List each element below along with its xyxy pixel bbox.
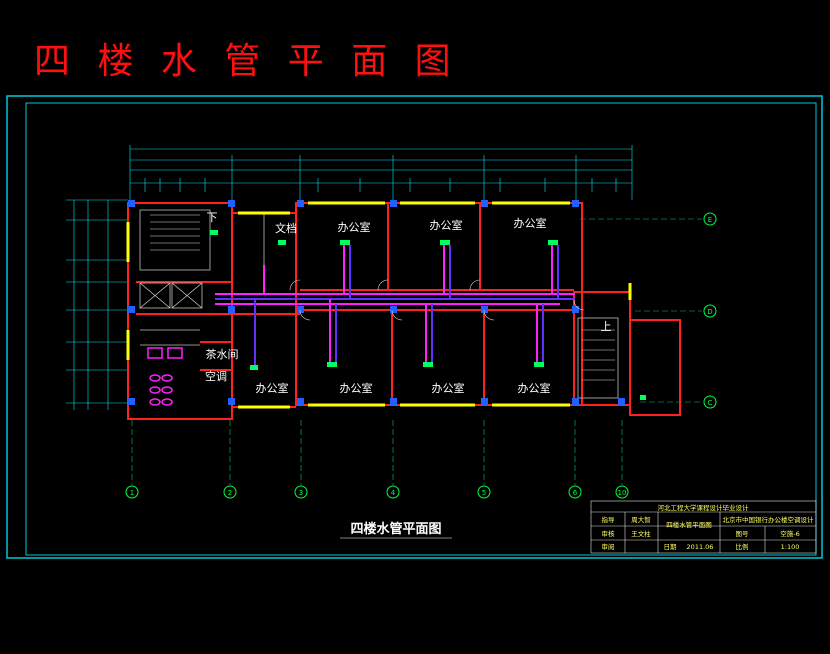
tb-row1-name: 周大智 <box>631 515 651 524</box>
room-office-bot-2: 办公室 <box>340 381 373 395</box>
axis-label-6: 6 <box>573 489 578 497</box>
axis-label-c: C <box>708 399 713 407</box>
walls <box>127 202 681 420</box>
branch-pipes-bottom <box>254 299 544 365</box>
axis-grid <box>131 218 702 485</box>
stair-down-label: 下 <box>207 211 218 224</box>
tb-scale: 1:100 <box>781 543 800 551</box>
room-office-top-3: 办公室 <box>514 216 547 230</box>
tb-row1-label: 指导 <box>602 515 616 524</box>
tb-drawing-name: 四楼水管平面图 <box>666 520 712 529</box>
tb-drawing-no-label: 图号 <box>736 530 750 538</box>
axis-label-4: 4 <box>391 489 396 497</box>
outer-frame <box>6 95 823 559</box>
room-office-bot-1: 办公室 <box>256 381 289 395</box>
axis-label-e: E <box>708 216 712 224</box>
tb-row2-name: 王文柱 <box>631 529 651 538</box>
title-block <box>590 500 817 554</box>
axis-label-2: 2 <box>228 489 232 497</box>
room-office-bot-4: 办公室 <box>518 381 551 395</box>
axis-label-10: 10 <box>618 489 627 497</box>
stair-treads <box>150 214 615 381</box>
stair-up-label: 上 <box>601 320 612 333</box>
tb-school: 河北工程大学课程设计毕业设计 <box>658 503 750 512</box>
axis-bubbles <box>125 212 717 499</box>
room-ac: 空调 <box>205 369 227 383</box>
tb-scale-label: 比例 <box>736 542 749 551</box>
door-swings <box>289 279 585 321</box>
main-pipes <box>215 293 575 305</box>
columns <box>128 200 625 405</box>
page-title: 四 楼 水 管 平 面 图 <box>34 41 459 82</box>
fan-coil-units <box>210 230 646 400</box>
room-archive: 文档 <box>275 221 297 235</box>
tb-project: 北京市中国银行办公楼空调设计 <box>723 515 815 524</box>
dimension-lines-top <box>129 145 633 200</box>
room-office-top-2: 办公室 <box>430 218 463 232</box>
branch-pipes-top <box>263 245 559 299</box>
plan-caption: 四楼水管平面图 <box>350 521 441 537</box>
dimension-lines-left <box>66 199 128 410</box>
inner-frame <box>25 102 817 556</box>
axis-label-d: D <box>707 308 712 316</box>
axis-label-3: 3 <box>299 489 303 497</box>
windows <box>126 201 632 409</box>
toilet-fixtures <box>147 347 183 406</box>
tb-date-label: 日期 <box>664 543 678 551</box>
room-office-bot-3: 办公室 <box>432 381 465 395</box>
room-water: 茶水间 <box>206 348 239 361</box>
axis-label-5: 5 <box>482 489 486 497</box>
axis-label-1: 1 <box>130 489 134 497</box>
tb-row3-label: 审阅 <box>602 542 615 551</box>
tb-row2-label: 审核 <box>602 529 616 538</box>
tb-date: 2011.06 <box>687 543 714 551</box>
elevator-shafts <box>139 282 203 309</box>
tb-drawing-no: 空施-6 <box>780 529 799 538</box>
room-office-top-1: 办公室 <box>338 220 371 234</box>
